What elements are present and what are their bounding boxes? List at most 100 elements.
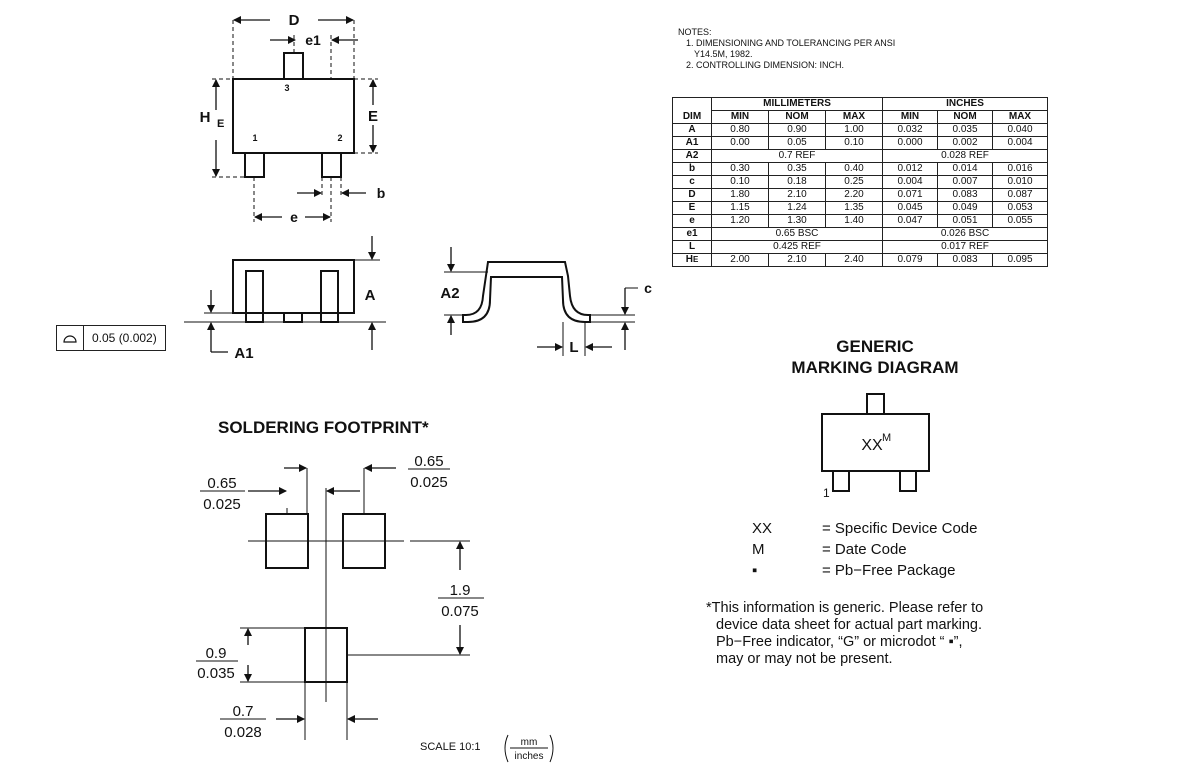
table-value-cell: 0.095: [992, 253, 1048, 267]
legend-row: ▪ = Pb−Free Package: [752, 560, 978, 581]
table-dim-cell: A: [672, 123, 712, 137]
notes-block: NOTES: 1. DIMENSIONING AND TOLERANCING P…: [678, 27, 895, 71]
table-value-cell: 2.20: [825, 188, 883, 202]
dim-E-label: E: [368, 108, 378, 125]
legend-desc: = Date Code: [822, 541, 907, 558]
table-value-cell: 0.10: [711, 175, 769, 189]
table-value-cell: 1.40: [825, 214, 883, 228]
legend-row: M = Date Code: [752, 539, 978, 560]
dim-A-label: A: [365, 287, 376, 304]
end-view: [462, 261, 591, 323]
table-dim-header: DIM: [672, 110, 712, 124]
footprint-dim1-mm: 0.65: [207, 475, 236, 492]
table-dim-cell: D: [672, 188, 712, 202]
table-dim-cell: E: [672, 201, 712, 215]
table-value-cell: 0.004: [992, 136, 1048, 150]
dim-b-label: b: [377, 185, 386, 201]
footprint-dim5-in: 0.028: [224, 724, 262, 741]
side-view: [232, 259, 355, 323]
legend-desc: = Specific Device Code: [822, 520, 978, 537]
footprint-dim3-mm: 1.9: [450, 582, 471, 599]
table-value-cell: 0.004: [882, 175, 938, 189]
table-dim-cell: b: [672, 162, 712, 176]
footprint-dim4-mm: 0.9: [206, 645, 227, 662]
table-subheader: NOM: [937, 110, 993, 124]
top-view: [232, 52, 355, 178]
table-subheader: NOM: [768, 110, 826, 124]
table-ref-cell: 0.028 REF: [882, 149, 1048, 163]
table-dim-cell: A2: [672, 149, 712, 163]
side-foot-center: [283, 312, 303, 323]
end-body-outline: [462, 261, 591, 323]
table-value-cell: 0.30: [711, 162, 769, 176]
table-value-cell: 0.90: [768, 123, 826, 137]
table-value-cell: 0.40: [825, 162, 883, 176]
pin-2-lead: [321, 152, 342, 178]
table-value-cell: 1.15: [711, 201, 769, 215]
notes-heading: NOTES:: [678, 27, 712, 37]
table-value-cell: 0.049: [937, 201, 993, 215]
table-value-cell: 0.051: [937, 214, 993, 228]
side-lead-left: [245, 270, 264, 314]
side-lead-right: [320, 270, 339, 314]
legend-code: M: [752, 541, 765, 558]
dim-HE-label: H: [200, 109, 211, 126]
marking-pin1-number: 1: [823, 486, 830, 500]
marking-legend: XX = Specific Device Code M = Date Code …: [752, 518, 978, 581]
footprint-dim2-in: 0.025: [410, 474, 448, 491]
table-dim-cell: HE: [672, 253, 712, 267]
marking-title: GENERIC MARKING DIAGRAM: [760, 336, 990, 378]
table-value-cell: 2.10: [768, 188, 826, 202]
note-line: Y14.5M, 1982.: [694, 49, 753, 59]
table-value-cell: 0.045: [882, 201, 938, 215]
footprint-dim5-mm: 0.7: [233, 703, 254, 720]
marking-pin-3: [866, 393, 885, 415]
table-value-cell: 0.25: [825, 175, 883, 189]
table-ref-cell: 0.017 REF: [882, 240, 1048, 254]
footprint-dim3-in: 0.075: [441, 603, 479, 620]
table-value-cell: 2.00: [711, 253, 769, 267]
pin-3-number: 3: [284, 83, 289, 93]
unit-top-label: mm: [521, 737, 538, 748]
table-subheader: MIN: [711, 110, 769, 124]
body-outline: [232, 78, 355, 154]
note-line: 1. DIMENSIONING AND TOLERANCING PER ANSI: [686, 38, 896, 48]
table-value-cell: 1.24: [768, 201, 826, 215]
table-value-cell: 1.00: [825, 123, 883, 137]
note-line: 2. CONTROLLING DIMENSION: INCH.: [686, 60, 845, 70]
table-ref-cell: 0.7 REF: [711, 149, 883, 163]
table-group-mm: MILLIMETERS: [711, 97, 883, 111]
table-dim-cell: A1: [672, 136, 712, 150]
footprint-dim4-in: 0.035: [197, 665, 235, 682]
marking-body: [821, 413, 930, 472]
marking-pin-2: [899, 470, 917, 492]
table-subheader: MAX: [825, 110, 883, 124]
table-ref-cell: 0.425 REF: [711, 240, 883, 254]
table-value-cell: 0.012: [882, 162, 938, 176]
table-subheader: MIN: [882, 110, 938, 124]
marking-code: XX: [861, 437, 883, 454]
dim-A2-label: A2: [440, 285, 459, 302]
table-value-cell: 0.010: [992, 175, 1048, 189]
dim-e-label: e: [290, 209, 298, 225]
marking-pin-1: [832, 470, 850, 492]
dim-D-label: D: [289, 12, 300, 29]
footnote-line: device data sheet for actual part markin…: [716, 617, 982, 633]
footnote-line: Pb−Free indicator, “G” or microdot “ ▪”,: [716, 634, 963, 650]
table-subheader: MAX: [992, 110, 1048, 124]
table-dim-cell: c: [672, 175, 712, 189]
table-value-cell: 1.35: [825, 201, 883, 215]
pin-1-lead: [244, 152, 265, 178]
table-value-cell: 0.047: [882, 214, 938, 228]
dim-HE-subscript: E: [217, 118, 224, 130]
table-value-cell: 2.40: [825, 253, 883, 267]
dim-L-label: L: [569, 339, 578, 356]
side-foot-right: [320, 312, 339, 323]
